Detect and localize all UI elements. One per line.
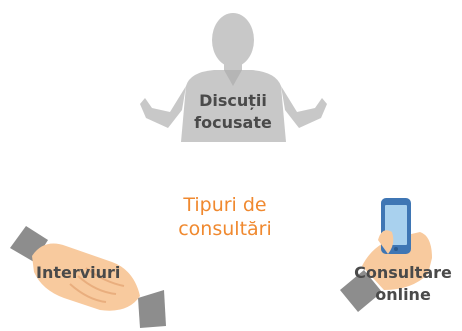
speaker-silhouette-icon: [140, 13, 327, 142]
focus-group-label-line-1: Discuții: [199, 91, 267, 110]
center-title: Tipuri de consultări: [150, 193, 300, 241]
center-title-line-2: consultări: [178, 218, 272, 240]
online-consultation-label-line-2: online: [375, 285, 431, 304]
handshake-icon: [10, 226, 166, 328]
smartphone-hand-icon: [340, 198, 432, 312]
interviews-label-text: Interviuri: [36, 263, 121, 282]
online-consultation-label-line-1: Consultare: [354, 263, 452, 282]
focus-group-label: Discuții focusate: [183, 90, 283, 134]
center-title-line-1: Tipuri de: [183, 194, 267, 216]
focus-group-label-line-2: focusate: [194, 113, 272, 132]
online-consultation-label: Consultare online: [348, 262, 458, 306]
interviews-label: Interviuri: [36, 262, 136, 284]
